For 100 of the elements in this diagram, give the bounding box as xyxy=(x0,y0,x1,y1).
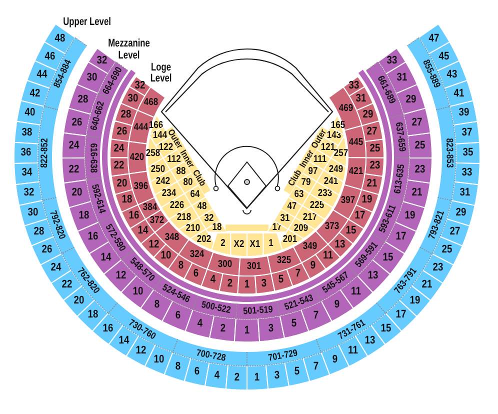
section-number: 2 xyxy=(227,278,232,290)
section-number: 301 xyxy=(247,262,262,272)
section-number: 10 xyxy=(154,354,164,366)
section-number: 24 xyxy=(114,143,124,154)
section-number: 241 xyxy=(324,177,338,188)
seat-range-band xyxy=(37,105,59,201)
section-number: 225 xyxy=(310,201,325,212)
seating-section xyxy=(13,162,40,186)
seating-section xyxy=(61,132,87,159)
section-number: 6 xyxy=(194,268,199,280)
seat-range-label: 500-522 xyxy=(200,300,232,316)
section-number: 349 xyxy=(303,242,318,252)
section-number: 39 xyxy=(458,108,469,119)
section-number: 14 xyxy=(137,226,148,237)
section-number: 469 xyxy=(339,104,354,114)
section-number: 14 xyxy=(100,252,111,263)
section-number: 16 xyxy=(88,232,98,243)
section-number: 396 xyxy=(134,182,148,192)
section-number: 24 xyxy=(68,140,80,152)
section-number: 27 xyxy=(450,226,460,238)
section-number: 7 xyxy=(313,310,318,322)
seat-range-label: 792-820 xyxy=(47,210,66,241)
section-number: 21 xyxy=(412,188,422,199)
section-number: 16 xyxy=(128,210,139,222)
section-number: 18 xyxy=(88,310,98,321)
section-number: 1 xyxy=(244,325,250,336)
section-number: 13 xyxy=(364,335,376,346)
section-number: 35 xyxy=(462,148,474,159)
section-number: 47 xyxy=(286,202,296,212)
section-number: 15 xyxy=(383,252,394,263)
section-number: 234 xyxy=(162,189,177,200)
seat-range-label: 521-543 xyxy=(283,293,314,312)
section-number: 6 xyxy=(176,310,181,322)
section-number: 26 xyxy=(116,126,127,138)
section-number: 32 xyxy=(204,214,214,224)
section-number: 40 xyxy=(25,108,36,119)
section-number: 22 xyxy=(68,164,80,176)
section-number: 31 xyxy=(396,72,407,84)
section-number: 11 xyxy=(351,286,362,298)
straight-strip xyxy=(225,224,269,232)
section-number: 9 xyxy=(332,354,338,366)
section-number: 41 xyxy=(454,88,464,100)
section-number: 27 xyxy=(367,126,378,138)
section-number: 4 xyxy=(214,370,220,382)
section-number: 18 xyxy=(78,210,89,222)
section-number: 6 xyxy=(194,366,200,378)
section-number: 2 xyxy=(234,372,240,384)
section-number: 29 xyxy=(456,207,466,218)
section-number: 17 xyxy=(355,210,366,222)
seating-section xyxy=(230,232,248,258)
section-number: 300 xyxy=(218,260,232,270)
section-number: 23 xyxy=(414,164,426,176)
section-number: 31 xyxy=(460,188,470,199)
section-number: 28 xyxy=(78,94,88,106)
section-number: 4 xyxy=(198,318,203,330)
section-number: 23 xyxy=(369,160,380,172)
section-number: 8 xyxy=(154,300,160,311)
section-number: 15 xyxy=(346,226,357,237)
section-number: 226 xyxy=(169,201,184,212)
section-number: 372 xyxy=(150,216,164,226)
section-number: 19 xyxy=(362,194,373,206)
section-number: 7 xyxy=(313,361,319,372)
section-number: 97 xyxy=(308,166,318,177)
section-number: 444 xyxy=(134,122,148,133)
section-number: 14 xyxy=(118,335,130,346)
section-number: 19 xyxy=(410,295,420,306)
section-number: 24 xyxy=(50,262,62,274)
section-number: 45 xyxy=(438,51,450,62)
section-number: 112 xyxy=(166,154,181,165)
section-number: 20 xyxy=(74,295,84,306)
section-number: 26 xyxy=(42,244,52,256)
seat-range-band xyxy=(84,135,102,181)
section-number: 165 xyxy=(330,120,345,131)
level-title: Loge Level xyxy=(150,62,172,86)
section-number: 31 xyxy=(356,93,366,104)
section-number: 373 xyxy=(325,222,340,232)
section-number: 10 xyxy=(161,250,172,262)
section-number: 325 xyxy=(276,256,291,266)
seat-range-label: 822-852 xyxy=(40,138,50,168)
section-number: 37 xyxy=(462,128,472,139)
section-number: 242 xyxy=(156,177,170,188)
section-number: 2 xyxy=(220,238,226,249)
seating-section xyxy=(246,364,269,391)
section-number: 48 xyxy=(54,34,66,45)
section-number: 218 xyxy=(177,212,192,223)
section-number: 21 xyxy=(422,280,432,291)
section-number: 36 xyxy=(20,148,32,159)
section-number: 5 xyxy=(294,366,300,378)
section-number: 30 xyxy=(128,93,138,104)
section-number: X1 xyxy=(250,240,260,250)
section-number: 42 xyxy=(30,88,40,100)
section-number: 18 xyxy=(121,194,132,206)
section-number: 25 xyxy=(442,244,452,256)
seat-range-label: 823-853 xyxy=(444,138,454,168)
level-title: Mezzanine Level xyxy=(108,38,150,62)
section-number: 13 xyxy=(335,239,346,250)
section-number: 209 xyxy=(294,224,308,234)
seating-section xyxy=(127,140,148,175)
section-number: 79 xyxy=(301,178,311,188)
section-number: 11 xyxy=(348,346,358,357)
